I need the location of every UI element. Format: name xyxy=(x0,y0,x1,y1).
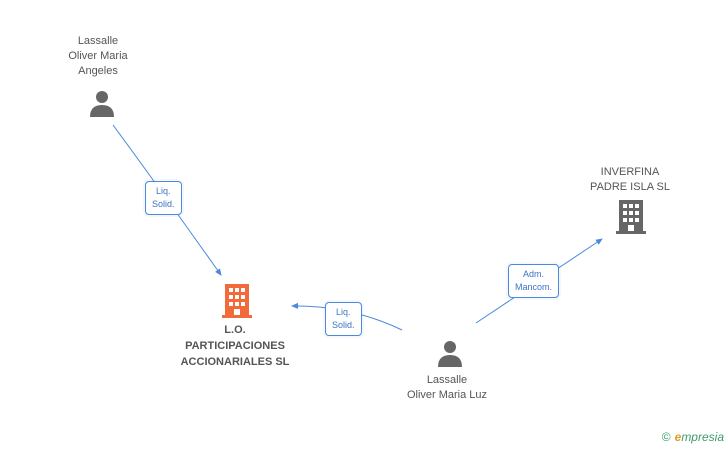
copyright-icon: © xyxy=(661,430,671,444)
brand-watermark: ©empresia xyxy=(662,430,724,444)
person-icon[interactable] xyxy=(88,89,116,117)
building-icon[interactable] xyxy=(222,284,252,318)
brand-logo-letter: e xyxy=(674,430,682,444)
edge-badge-bottom-to-right[interactable]: Adm. Mancom. xyxy=(508,264,560,298)
main-company-name[interactable]: L.O. PARTICIPACIONES ACCIONARIALES SL xyxy=(180,324,290,368)
person-icon[interactable] xyxy=(436,339,464,367)
edge-badge-top-to-main[interactable]: Liq. Solid. xyxy=(145,181,182,215)
brand-name: mpresia xyxy=(681,430,724,444)
edge-badge-bottom-to-main[interactable]: Liq. Solid. xyxy=(325,302,362,336)
right-company-name[interactable]: INVERFINA PADRE ISLA SL xyxy=(590,166,670,193)
person-top-name[interactable]: Lassalle Oliver Maria Angeles xyxy=(68,35,128,77)
person-bottom-name[interactable]: Lassalle Oliver Maria Luz xyxy=(406,374,488,401)
building-icon[interactable] xyxy=(616,200,646,234)
